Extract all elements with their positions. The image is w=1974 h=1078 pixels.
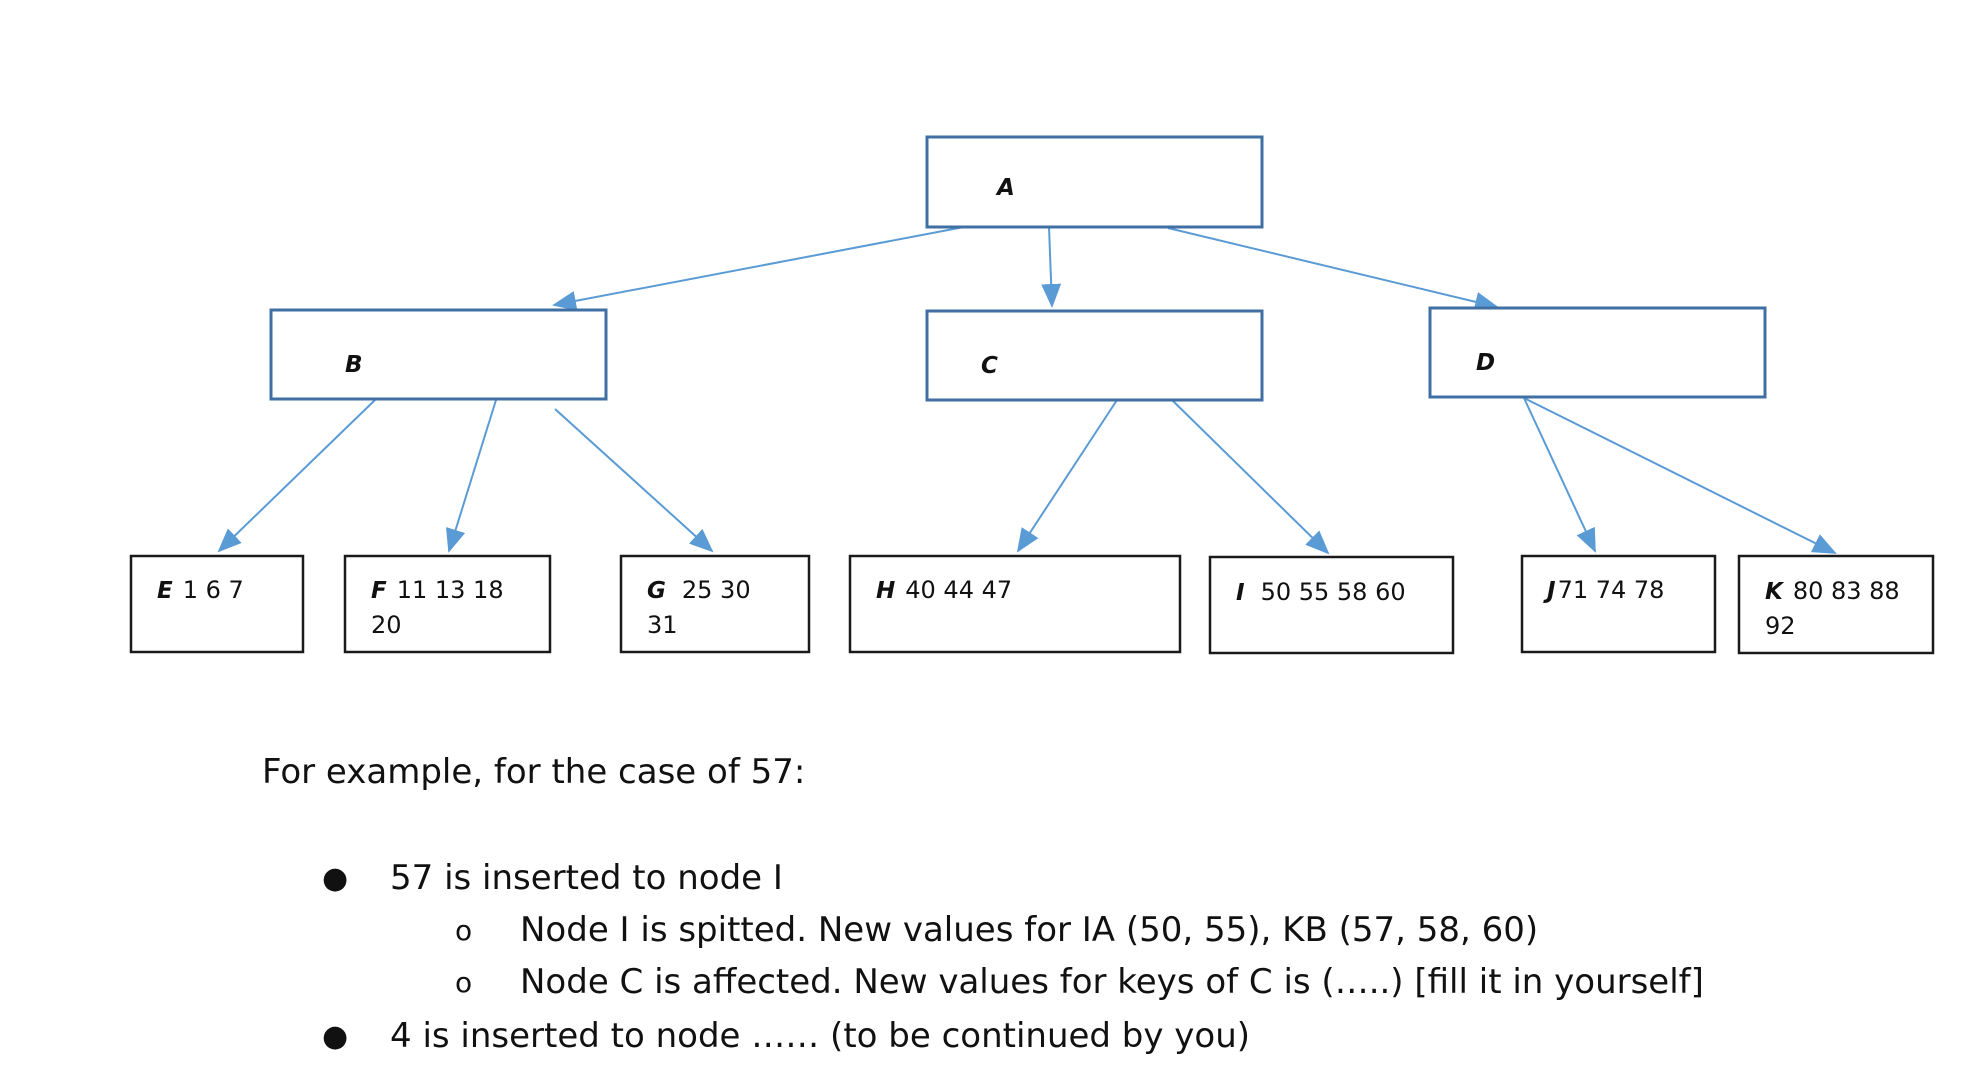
edge-d-j	[1523, 397, 1596, 553]
leaf-g-keys: 25 30	[682, 576, 751, 604]
edge-d-k	[1523, 397, 1837, 554]
edge-c-h	[1016, 399, 1118, 553]
leaf-k-keys-line2: 92	[1765, 612, 1796, 640]
bullet-1-text: 57 is inserted to node I	[390, 858, 783, 898]
leaf-h-keys: 40 44 47	[905, 576, 1012, 604]
leaf-h-letter: H	[876, 578, 895, 604]
leaf-i-box	[1208, 555, 1455, 655]
leaf-g-keys-line2: 31	[647, 611, 678, 639]
node-b-box	[269, 308, 608, 401]
leaf-e-text: E 1 6 7	[157, 576, 244, 604]
leaf-k-letter: K	[1765, 579, 1785, 605]
leaf-f-letter: F	[371, 578, 387, 604]
node-a-box	[925, 135, 1264, 229]
leaf-h-box	[848, 554, 1182, 654]
intro-text: For example, for the case of 57:	[262, 752, 806, 792]
leaf-k-box	[1737, 554, 1935, 655]
leaf-f-box	[343, 554, 552, 654]
edge-b-e	[217, 399, 376, 553]
edge-b-f	[445, 399, 497, 553]
tree-edges	[217, 226, 1837, 555]
leaf-j-box	[1520, 554, 1717, 654]
edge-b-g	[554, 408, 714, 553]
leaf-j-letter: J	[1543, 578, 1556, 604]
node-c-label: C	[981, 353, 998, 379]
leaf-f-keys-line2: 20	[371, 611, 402, 639]
sub-bullet-2-text: Node C is affected. New values for keys …	[520, 962, 1704, 1002]
node-c-box	[925, 309, 1264, 402]
leaf-e-keys: 1 6 7	[183, 576, 244, 604]
leaf-k-keys: 80 83 88	[1793, 577, 1900, 605]
leaf-g-box	[619, 554, 811, 654]
leaf-h-text: H 40 44 47	[876, 576, 1012, 604]
leaf-f-text: F 11 13 18	[371, 576, 504, 604]
leaf-j-text: J71 74 78	[1543, 576, 1664, 604]
leaf-j-keys: 71 74 78	[1558, 576, 1665, 604]
leaf-i-text: I 50 55 58 60	[1236, 578, 1406, 606]
leaf-g-text: G 25 30	[647, 576, 751, 604]
leaf-i-letter: I	[1236, 580, 1245, 606]
bullet-2-icon: ●	[322, 1019, 349, 1054]
edge-a-b	[552, 226, 965, 311]
node-d-label: D	[1476, 350, 1495, 376]
leaf-i-keys: 50 55 58 60	[1261, 578, 1406, 606]
node-d-box	[1428, 306, 1767, 399]
leaf-f-keys: 11 13 18	[397, 576, 504, 604]
bullet-2-text: 4 is inserted to node …… (to be continue…	[390, 1016, 1251, 1056]
sub-bullet-1-text: Node I is spitted. New values for IA (50…	[520, 910, 1539, 950]
node-b-label: B	[345, 352, 363, 378]
sub-bullet-2-icon: o	[455, 966, 473, 999]
edge-c-i	[1170, 398, 1330, 555]
sub-bullet-1-icon: o	[455, 914, 473, 947]
leaf-e-letter: E	[157, 578, 173, 604]
node-a-label: A	[995, 175, 1015, 201]
leaf-g-letter: G	[647, 578, 666, 604]
bullet-1-icon: ●	[322, 861, 349, 896]
leaf-e-box	[129, 554, 305, 654]
leaf-k-text: K 80 83 88	[1765, 577, 1900, 605]
edge-a-c	[1041, 226, 1062, 308]
edge-a-d	[1167, 227, 1499, 312]
